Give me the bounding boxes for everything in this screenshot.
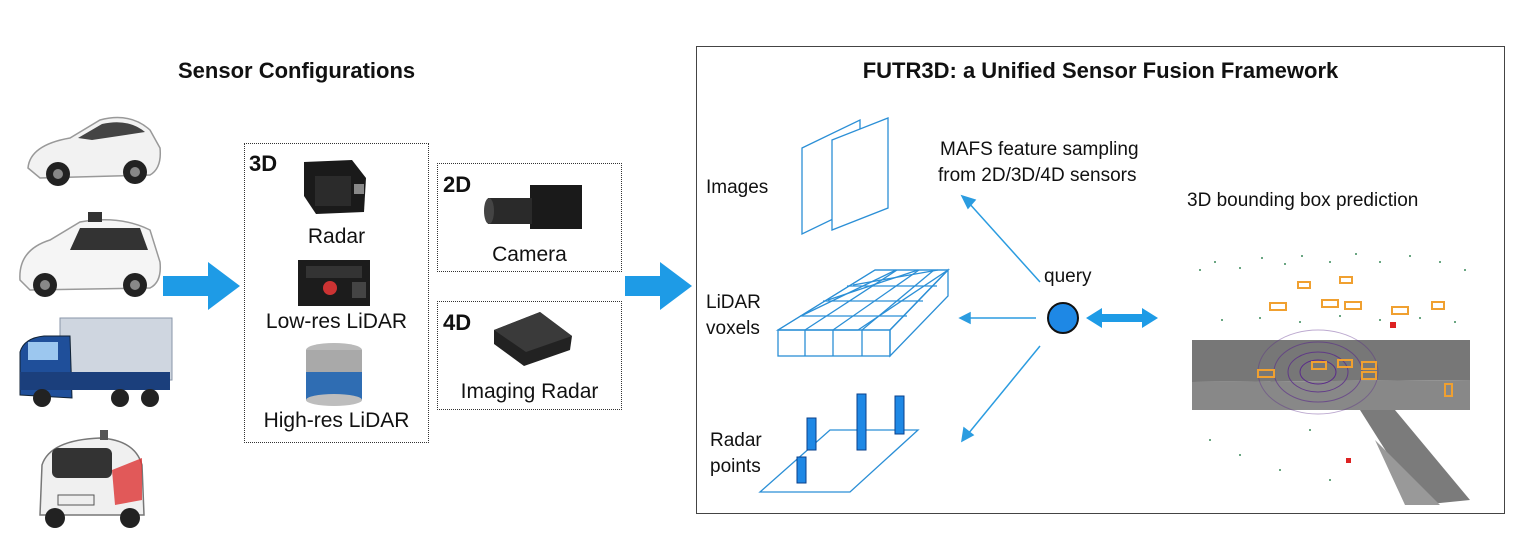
low-res-lidar-label: Low-res LiDAR: [265, 310, 408, 333]
prediction-title: 3D bounding box prediction: [1187, 190, 1419, 211]
images-label: Images: [706, 177, 769, 198]
car-icon: [27, 116, 162, 186]
imaging-radar-label: Imaging Radar: [460, 380, 599, 403]
truck-icon: [19, 317, 173, 407]
framework-panel: [696, 46, 1505, 514]
image-planes-icon: [801, 117, 889, 236]
group-3d-tag: 3D: [249, 151, 278, 176]
imaging-radar-icon: [494, 312, 572, 366]
camera-icon: [484, 185, 582, 229]
camera-label: Camera: [492, 243, 567, 266]
radar-points-label-line1: Radar: [710, 430, 762, 451]
radar-icon: [298, 152, 370, 218]
lidar-label-line1: LiDAR: [706, 292, 761, 313]
framework-title: FUTR3D: a Unified Sensor Fusion Framewor…: [862, 58, 1339, 83]
query-node: [1047, 302, 1079, 334]
arrow-sensors-to-framework: [625, 262, 692, 310]
robotaxi-icon: [19, 212, 162, 297]
delivery-robot-icon: [39, 430, 145, 528]
group-4d-tag: 4D: [443, 310, 472, 335]
double-arrow: [1086, 308, 1158, 328]
sensor-configurations-title: Sensor Configurations: [178, 58, 416, 83]
query-label: query: [1044, 266, 1092, 287]
low-res-lidar-icon: [298, 260, 370, 306]
bev-prediction-image: [1188, 240, 1480, 512]
sensor-group-2d: [437, 163, 622, 272]
radar-points-label-line2: points: [710, 456, 761, 477]
sensor-group-3d: [244, 143, 429, 443]
mafs-line-2: from 2D/3D/4D sensors: [938, 165, 1137, 186]
radar-points-plane: [758, 393, 920, 493]
mafs-line-1: MAFS feature sampling: [940, 139, 1139, 160]
lidar-voxel-grid: [775, 268, 951, 358]
high-res-lidar-icon: [306, 343, 362, 406]
high-res-lidar-label: High-res LiDAR: [263, 409, 410, 432]
sampling-arrows: [958, 194, 1041, 443]
lidar-label-line2: voxels: [706, 318, 760, 339]
group-2d-tag: 2D: [443, 172, 472, 197]
sensor-group-4d: [437, 301, 622, 410]
radar-label: Radar: [307, 225, 366, 248]
arrow-vehicles-to-sensors: [163, 262, 240, 310]
